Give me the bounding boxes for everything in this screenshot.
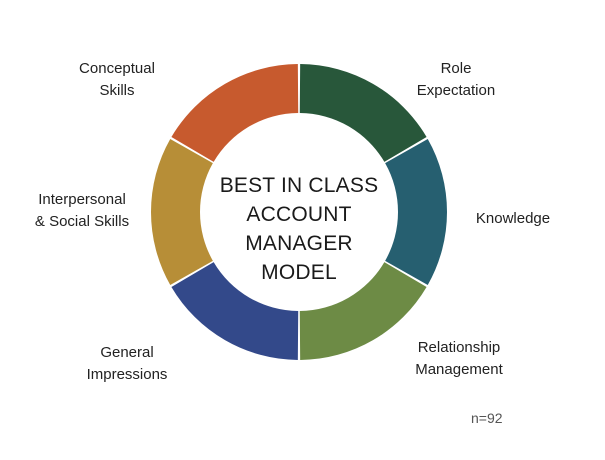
segment-relationship bbox=[299, 262, 427, 360]
relationship-management-label: Relationship Management bbox=[415, 339, 503, 378]
segment-role bbox=[299, 64, 427, 162]
sample-size-note: n=92 bbox=[471, 410, 503, 426]
role-expectation-label: Role Expectation bbox=[416, 60, 496, 99]
center-title: BEST IN CLASS ACCOUNT MANAGER MODEL bbox=[219, 174, 379, 284]
knowledge-label: Knowledge bbox=[475, 210, 551, 227]
general-impressions-label: General Impressions bbox=[86, 344, 168, 383]
segment-general bbox=[171, 262, 299, 360]
segment-conceptual bbox=[171, 64, 299, 162]
segment-interpersonal bbox=[151, 139, 213, 285]
interpersonal-social-skills-label: Interpersonal & Social Skills bbox=[34, 191, 130, 230]
segment-knowledge bbox=[385, 139, 447, 285]
conceptual-skills-label: Conceptual Skills bbox=[79, 60, 155, 99]
